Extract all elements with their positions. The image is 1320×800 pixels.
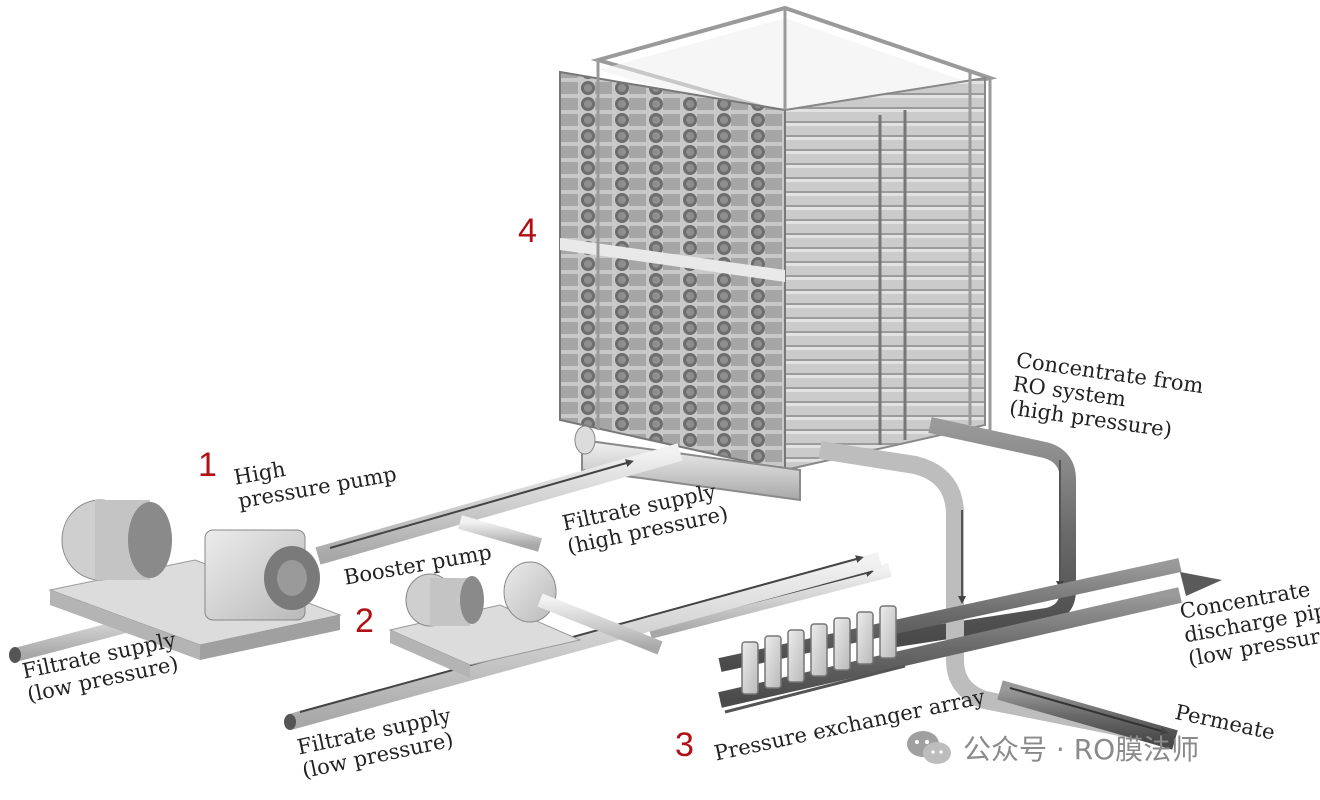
filtrate-high-pressure-pipe	[315, 443, 683, 565]
filtrate-low-pressure-bottom-pipe	[284, 552, 883, 730]
label-filtrate-high: Filtrate supply (high pressure)	[560, 479, 731, 559]
label-concentrate-discharge: Concentrate discharge pipe (low pressure…	[1178, 577, 1320, 671]
number-2: 2	[355, 602, 374, 640]
ro-membrane-array	[559, 5, 998, 502]
label-high-pressure-pump: High pressure pump	[232, 456, 399, 514]
booster-pump	[388, 561, 663, 678]
number-4: 4	[518, 212, 537, 250]
label-filtrate-low-left: Filtrate supply (low pressure)	[20, 627, 181, 707]
label-permeate: Permeate	[1173, 700, 1278, 745]
high-pressure-pump	[48, 499, 342, 660]
number-3: 3	[675, 726, 694, 764]
label-concentrate-from-ro: Concentrate from RO system (high pressur…	[1007, 348, 1206, 443]
concentrate-pipes	[818, 417, 1162, 744]
number-1: 1	[198, 446, 217, 484]
watermark-text: 公众号 · RO膜法师	[963, 733, 1200, 766]
permeate-pipe	[997, 680, 1178, 750]
label-filtrate-low-bottom: Filtrate supply (low pressure)	[295, 703, 456, 783]
wechat-icon	[907, 731, 951, 764]
watermark: 公众号 · RO膜法师	[905, 728, 1199, 768]
label-booster-pump: Booster pump	[342, 540, 494, 590]
